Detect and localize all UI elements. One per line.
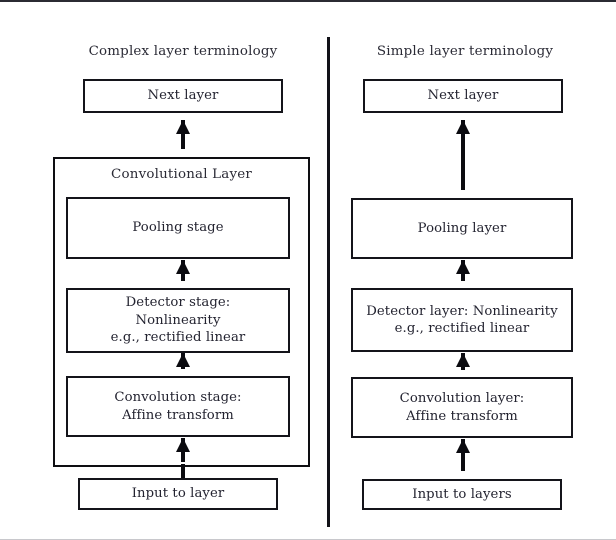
simple-arrow-input-to-convolution xyxy=(454,439,472,479)
simple-input-to-layers-label: Input to layers xyxy=(412,486,512,502)
complex-arrow-detector-to-pooling xyxy=(174,260,192,289)
panel-title-simple: Simple layer terminology xyxy=(376,44,554,59)
complex-arrow-convolution-to-detector xyxy=(174,353,192,377)
simple-pooling-layer-line-0: Pooling layer xyxy=(417,220,507,236)
complex-next-layer-box: Next layer xyxy=(83,79,283,113)
simple-arrow-detector-to-pooling xyxy=(454,260,472,289)
simple-next-layer-label: Next layer xyxy=(427,88,499,104)
complex-detector-stage-line-2: e.g., rectified linear xyxy=(110,330,246,346)
complex-convolution-stage-line-1: Affine transform xyxy=(122,407,234,423)
complex-arrow-group-to-next xyxy=(174,120,192,157)
simple-convolution-layer-box: Convolution layer: Affine transform xyxy=(351,377,573,438)
simple-detector-layer-line-0: Detector layer: Nonlinearity xyxy=(366,303,558,319)
complex-next-layer-label: Next layer xyxy=(147,88,219,104)
complex-convolution-stage-box: Convolution stage: Affine transform xyxy=(66,376,290,437)
simple-pooling-layer-box: Pooling layer xyxy=(351,198,573,259)
simple-arrow-convolution-to-detector xyxy=(454,353,472,378)
complex-pooling-stage-line-0: Pooling stage xyxy=(132,220,224,236)
complex-input-to-layer-box: Input to layer xyxy=(78,478,278,510)
complex-pooling-stage-box: Pooling stage xyxy=(66,197,290,259)
panel-title-complex: Complex layer terminology xyxy=(88,44,278,59)
complex-detector-stage-box: Detector stage: Nonlinearity e.g., recti… xyxy=(66,288,290,353)
complex-input-to-layer-label: Input to layer xyxy=(131,486,225,502)
complex-detector-stage-line-1: Nonlinearity xyxy=(135,312,221,328)
simple-input-to-layers-box: Input to layers xyxy=(362,479,562,510)
simple-next-layer-box: Next layer xyxy=(363,79,563,113)
simple-detector-layer-line-1: e.g., rectified linear xyxy=(394,321,530,336)
complex-convolution-stage-line-0: Convolution stage: xyxy=(114,390,242,406)
simple-convolution-layer-line-1: Affine transform xyxy=(406,408,518,424)
complex-input-connector xyxy=(181,464,185,480)
complex-arrow-input-to-convolution xyxy=(174,438,192,470)
simple-convolution-layer-line-0: Convolution layer: xyxy=(399,391,525,407)
simple-detector-layer-box: Detector layer: Nonlinearity e.g., recti… xyxy=(351,288,573,352)
simple-arrow-pooling-to-next xyxy=(454,120,472,198)
panel-divider xyxy=(327,37,330,527)
convolutional-layer-group-label: Convolutional Layer xyxy=(111,167,252,182)
complex-detector-stage-line-0: Detector stage: xyxy=(125,295,231,311)
